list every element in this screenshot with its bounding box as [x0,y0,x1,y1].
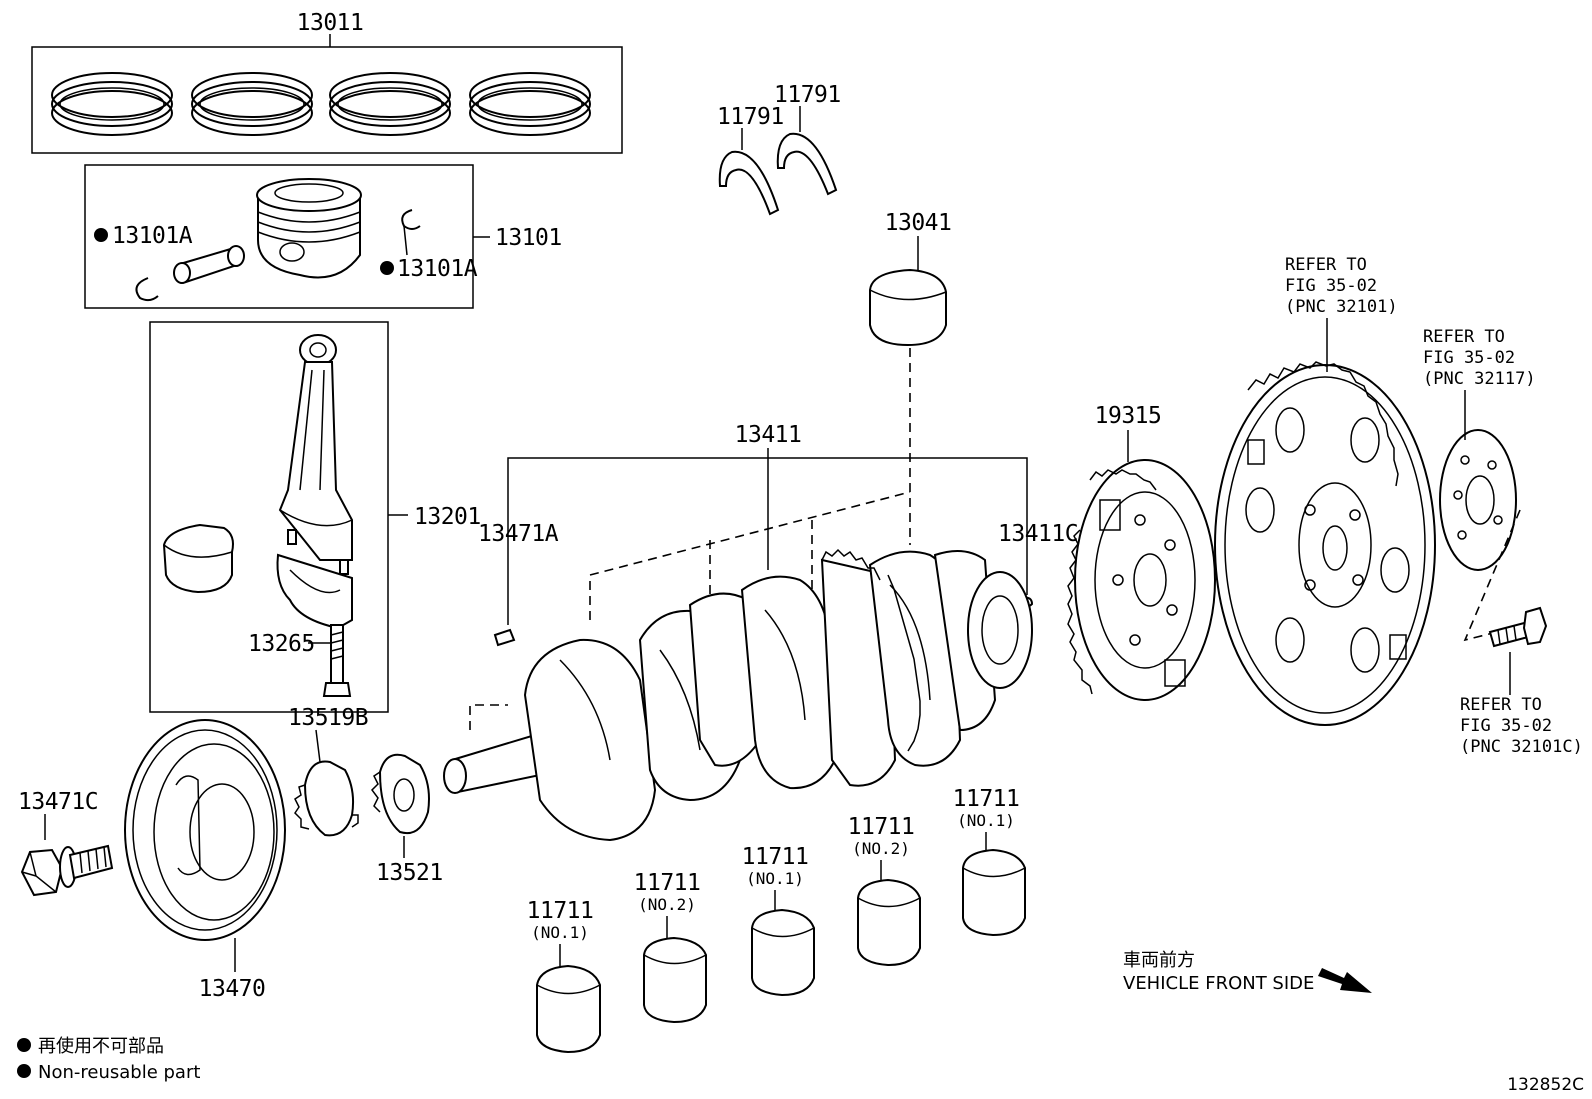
main-bearing-no2-b: 11711 (NO.2) [848,814,921,967]
piston-ring [51,72,173,136]
part-number-11711: 11711 [742,844,809,870]
part-number-13101A-right: 13101A [397,256,478,282]
non-reusable-marker [380,261,394,275]
woodruff-key [493,628,516,647]
piston-pin [173,245,245,284]
refer-line: REFER TO [1285,255,1367,275]
timing-rotor-13521 [371,753,430,834]
drive-plate-ring-gear [1214,361,1436,726]
thrust-washer-group: 11791 11791 [717,82,841,216]
part-number-11711: 11711 [848,814,915,840]
vehicle-front-direction: 車両前方 VEHICLE FRONT SIDE [1123,950,1372,994]
part-number-11711: 11711 [634,870,701,896]
crankshaft-group: 13411 13471A 13411C [443,422,1079,842]
crankshaft-bearing-13041: 13041 [869,210,952,545]
part-number-13470: 13470 [199,976,266,1002]
part-number-13521: 13521 [376,860,443,886]
part-number-13011: 13011 [297,10,364,36]
part-number-13519B: 13519B [288,705,368,731]
piston-ring [329,72,451,136]
thrust-washer [718,150,780,216]
piston-ring [469,72,591,136]
part-number-13101A-left: 13101A [112,223,193,249]
crankshaft [443,548,1033,842]
crankshaft-timing-rotor-group: 13519B 13521 [288,705,443,886]
part-number-13101: 13101 [495,225,562,251]
part-number-13411C: 13411C [998,521,1078,547]
legend: 再使用不可部品 Non-reusable part [17,1036,200,1083]
part-number-13201: 13201 [414,504,481,530]
refer-line: REFER TO [1423,327,1505,347]
snap-ring [135,277,159,302]
bearing-size-label: (NO.2) [852,839,910,858]
non-reusable-marker [17,1064,31,1078]
legend-text-jp: 再使用不可部品 [38,1036,164,1057]
flywheel-spacer [1439,429,1517,571]
sensor-plate-19315: 19315 [1067,403,1216,701]
piston-ring-set-group: 13011 [31,10,623,154]
direction-label-en: VEHICLE FRONT SIDE [1123,973,1314,994]
refer-line: (PNC 32117) [1423,369,1536,389]
direction-label-jp: 車両前方 [1123,950,1195,971]
piston-group: 13101 13101A 13101A [84,164,562,309]
part-number-11791-b: 11791 [774,82,841,108]
dowel-pin [287,529,297,545]
refer-line: (PNC 32101) [1285,297,1398,317]
main-bearing-no1-c: 11711 (NO.1) [953,786,1026,937]
bearing-size-label: (NO.2) [638,895,696,914]
refer-line: FIG 35-02 [1460,716,1552,736]
dowel-pin [339,559,349,575]
connecting-rod-bearing [162,523,234,594]
refer-note-32101C: REFER TO FIG 35-02 (PNC 32101C) [1460,695,1583,757]
main-bearing-no1-a: 11711 (NO.1) [527,898,601,1054]
timing-gear-13519B [294,760,359,837]
snap-ring [401,209,421,230]
legend-text-en: Non-reusable part [38,1062,200,1083]
non-reusable-marker [17,1038,31,1052]
thrust-washer [776,132,838,196]
main-bearing-no2-a: 11711 (NO.2) [634,870,707,1024]
part-number-13411: 13411 [735,422,802,448]
connecting-rod-bolt [322,624,352,697]
part-number-11711: 11711 [953,786,1020,812]
refer-line: FIG 35-02 [1285,276,1377,296]
part-number-13471C: 13471C [18,789,98,815]
part-number-13041: 13041 [885,210,952,236]
bearing-size-label: (NO.1) [957,811,1015,830]
refer-line: REFER TO [1460,695,1542,715]
part-number-11711: 11711 [527,898,594,924]
refer-line: (PNC 32101C) [1460,737,1583,757]
bearing-size-label: (NO.1) [531,923,589,942]
crankshaft-pulley: 13470 [124,719,286,1002]
non-reusable-marker [94,228,108,242]
refer-note-32117: REFER TO FIG 35-02 (PNC 32117) [1423,327,1536,440]
bearing-size-label: (NO.1) [746,869,804,888]
connecting-rod [278,334,353,561]
figure-id: 132852C [1507,1075,1584,1095]
piston [256,178,362,279]
main-bearing-no1-b: 11711 (NO.1) [742,844,815,997]
part-number-13471A: 13471A [478,521,559,547]
connecting-rod-group: 13201 13265 [149,321,481,713]
part-number-19315: 19315 [1095,403,1162,429]
pulley-bolt-group: 13471C [18,789,114,897]
piston-ring [191,72,313,136]
flywheel-bolt [1488,606,1548,648]
refer-line: FIG 35-02 [1423,348,1515,368]
part-number-11791-a: 11791 [717,104,784,130]
refer-note-32101: REFER TO FIG 35-02 (PNC 32101) [1285,255,1398,372]
part-number-13265: 13265 [248,631,315,657]
pulley-bolt [20,844,114,897]
direction-arrow-icon [1318,968,1372,993]
